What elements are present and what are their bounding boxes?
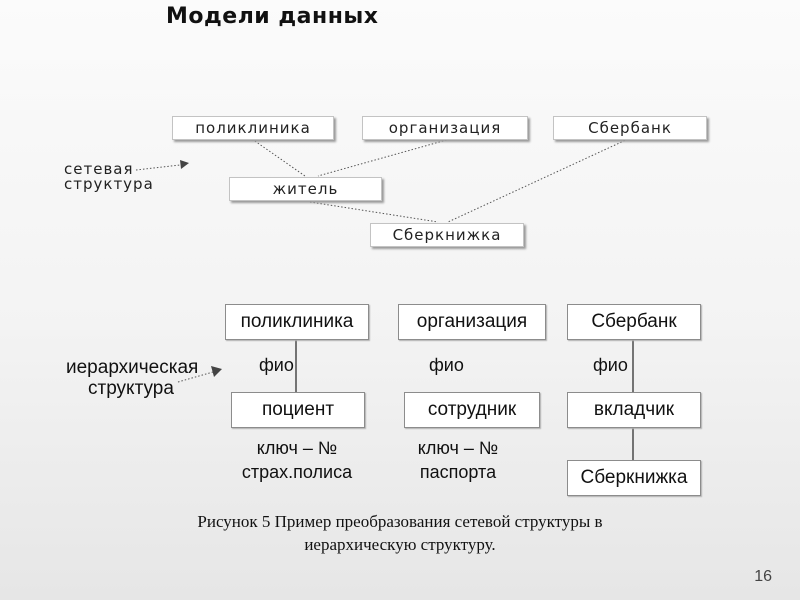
link-label-fio-3: фио [593,355,628,375]
note-sotrudnik-line2: паспорта [419,462,497,482]
net-box-sberknizhka: Сберкнижка [370,223,524,247]
note-sotrudnik-key: ключ – № паспорта [408,436,508,484]
slide-title: Модели данных [166,4,379,29]
link-label-fio-1: фио [259,355,294,375]
net-link-sberbank-sberknizhka [447,138,629,223]
hierarchy-label: иерархическая структура [66,357,198,399]
net-arrow-head [180,160,189,169]
caption-line1: Рисунок 5 Пример преобразования сетевой … [197,512,603,531]
hier-box-sotrudnik: сотрудник [404,392,540,428]
hier-box-sberbank: Сбербанк [567,304,701,340]
hier-box-sberknizhka: Сберкнижка [567,460,701,496]
network-label-line1: сетевая [64,160,134,178]
net-box-zhitel: житель [229,177,382,201]
figure-caption: Рисунок 5 Пример преобразования сетевой … [120,510,680,556]
net-link-zhitel-sberknizhka [309,201,439,223]
network-label: сетевая структура [64,162,154,192]
net-link-organizatsiya-zhitel [317,138,451,177]
hier-box-patsient: поциент [231,392,365,428]
net-link-poliklinika-zhitel [251,138,306,177]
network-label-line2: структура [64,175,154,193]
net-box-poliklinika: поликлиника [172,116,334,140]
hier-box-vkladchik: вкладчик [567,392,701,428]
hier-arrow-line [177,371,214,383]
net-arrow-line [135,164,181,171]
page-number: 16 [754,568,772,585]
hier-arrow-head [211,366,222,377]
link-label-fio-2: фио [429,355,464,375]
note-patsient-line1: ключ – № [256,438,338,458]
net-box-sberbank: Сбербанк [553,116,707,140]
net-box-organizatsiya: организация [362,116,528,140]
hier-box-poliklinika: поликлиника [225,304,369,340]
note-patsient-line2: страх.полиса [241,462,353,482]
hier-box-organizatsiya: организация [398,304,546,340]
hierarchy-label-line1: иерархическая [66,357,199,378]
note-patsient-key: ключ – № страх.полиса [236,436,358,484]
note-sotrudnik-line1: ключ – № [417,438,499,458]
hierarchy-label-line2: структура [88,378,174,399]
caption-line2: иерархическую структуру. [304,535,496,554]
